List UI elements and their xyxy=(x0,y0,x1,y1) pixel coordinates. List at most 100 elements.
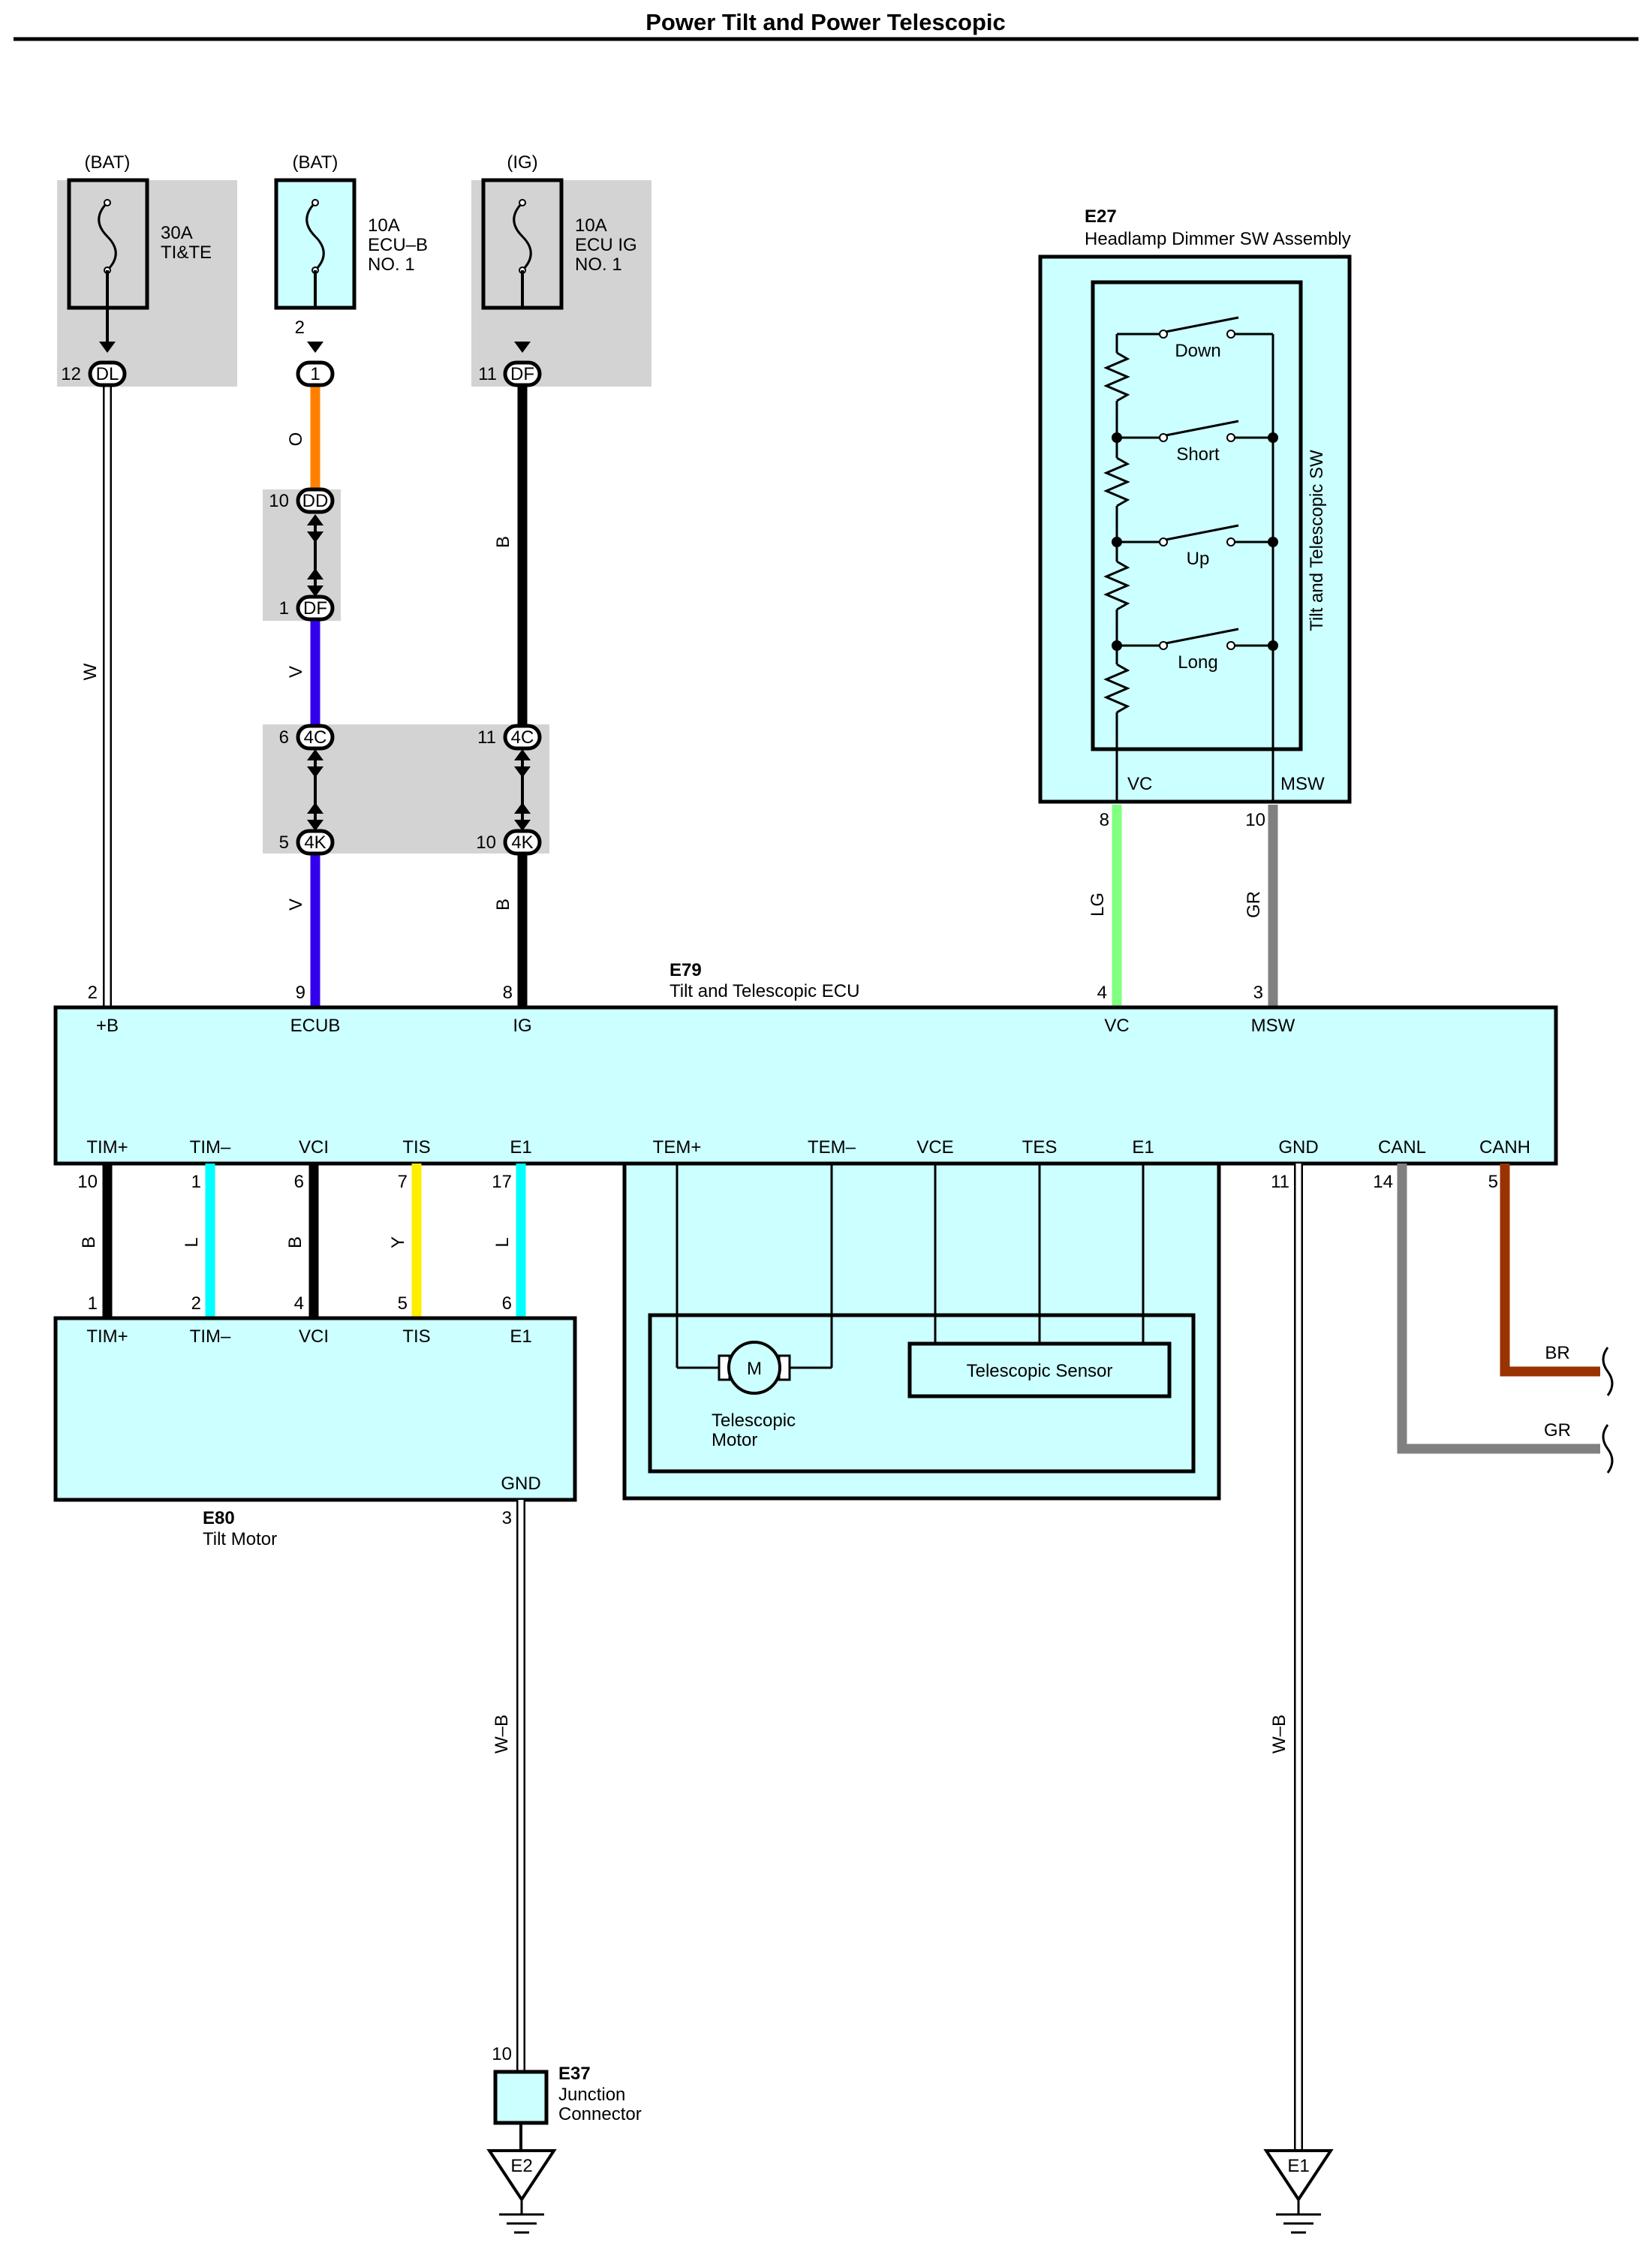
component-name: Junction xyxy=(558,2085,625,2105)
svg-text:6: 6 xyxy=(294,1172,304,1192)
svg-text:1: 1 xyxy=(310,364,320,384)
svg-text:TEM+: TEM+ xyxy=(653,1137,702,1158)
svg-text:4K: 4K xyxy=(511,832,533,853)
ground-e1-icon: E1 xyxy=(1263,2149,1334,2234)
junction-4c-4k-right: 4C 11 4K 10 xyxy=(476,724,542,856)
component-code: E37 xyxy=(558,2064,591,2084)
wire-label: GR xyxy=(1544,1420,1571,1441)
fuse-name: ECU–B xyxy=(368,235,428,255)
svg-text:CANL: CANL xyxy=(1378,1137,1426,1158)
switch-up: Up xyxy=(1112,524,1278,569)
svg-text:4K: 4K xyxy=(304,832,326,853)
wire-label: V xyxy=(286,666,306,678)
fuse-ecu-ig: (IG) 10A ECU IG NO. 1 xyxy=(481,152,637,310)
svg-text:3: 3 xyxy=(1253,983,1263,1003)
switch-short: Short xyxy=(1112,420,1278,465)
telescopic-sensor xyxy=(907,1341,1172,1398)
fuse-rating: 30A xyxy=(161,223,193,243)
component-name: Tilt Motor xyxy=(203,1529,277,1549)
svg-text:TIM–: TIM– xyxy=(190,1137,231,1158)
svg-text:VCE: VCE xyxy=(916,1137,953,1158)
e80-tilt-motor: TIM+ TIM– VCI TIS E1 1 2 4 5 6 GND 3 E80… xyxy=(53,1293,577,1549)
svg-text:TEM–: TEM– xyxy=(808,1137,856,1158)
svg-text:MSW: MSW xyxy=(1251,1016,1295,1036)
svg-text:E1: E1 xyxy=(1287,2156,1309,2176)
page-title: Power Tilt and Power Telescopic xyxy=(645,9,1006,35)
svg-text:17: 17 xyxy=(492,1172,512,1192)
fuse-source: (IG) xyxy=(507,152,537,173)
svg-text:DD: DD xyxy=(302,491,329,511)
svg-text:2: 2 xyxy=(295,318,305,338)
e37-junction-connector: 10 E37 Junction Connector xyxy=(492,2044,642,2151)
svg-text:2: 2 xyxy=(191,1293,201,1314)
svg-text:10: 10 xyxy=(269,491,289,511)
fuse-rating: 10A xyxy=(368,215,400,236)
ground-e2-icon: E2 xyxy=(486,2149,557,2234)
svg-text:E2: E2 xyxy=(510,2156,532,2176)
svg-text:TES: TES xyxy=(1022,1137,1058,1158)
wire-label: O xyxy=(286,432,306,447)
motor-icon: M xyxy=(718,1341,791,1395)
fuse-name: ECU IG xyxy=(575,235,637,255)
wire-label: L xyxy=(492,1237,513,1247)
gnd-label: GND xyxy=(501,1474,540,1494)
connector-dl: DL 12 xyxy=(61,308,127,387)
svg-text:TIM+: TIM+ xyxy=(86,1326,128,1347)
wire-label: B xyxy=(493,899,513,911)
svg-text:4: 4 xyxy=(1097,983,1107,1003)
svg-text:1: 1 xyxy=(279,598,289,619)
wire-tim-minus: L xyxy=(182,1164,215,1318)
svg-text:5: 5 xyxy=(398,1293,408,1314)
svg-text:Long: Long xyxy=(1178,652,1217,673)
svg-text:DF: DF xyxy=(303,598,327,619)
motor-label: Telescopic xyxy=(712,1411,796,1431)
fuse-ecu-b: (BAT) 10A ECU–B NO. 1 xyxy=(274,152,428,310)
wire-label: GR xyxy=(1244,891,1264,918)
fuse-source: (BAT) xyxy=(293,152,339,173)
svg-text:TIM–: TIM– xyxy=(190,1326,231,1347)
fuse-ti-te: (BAT) 30A TI&TE xyxy=(67,152,212,310)
wire-tim-plus: B xyxy=(79,1164,113,1318)
wire-v-upper: V xyxy=(286,619,320,724)
svg-text:4C: 4C xyxy=(511,727,534,748)
resistor-icon xyxy=(1103,663,1130,714)
svg-text:VCI: VCI xyxy=(299,1326,329,1347)
gnd-num: 3 xyxy=(502,1508,512,1528)
svg-text:10: 10 xyxy=(476,832,496,853)
svg-text:1: 1 xyxy=(191,1172,201,1192)
wire-canh: BR xyxy=(1500,1164,1614,1396)
svg-text:E1: E1 xyxy=(1132,1137,1154,1158)
wire-b-upper: B xyxy=(493,387,528,724)
fuse-icon xyxy=(98,201,117,272)
svg-text:5: 5 xyxy=(279,832,289,853)
wire-gr: GR xyxy=(1244,805,1278,1007)
fuse-name: TI&TE xyxy=(161,242,212,263)
resistor-icon xyxy=(1103,351,1130,402)
e79-tilt-telescopic-ecu: E79 Tilt and Telescopic ECU +B 2 ECUB 9 … xyxy=(53,960,1558,1192)
svg-text:11: 11 xyxy=(1271,1172,1289,1192)
svg-text:GND: GND xyxy=(1278,1137,1318,1158)
component-name-2: Connector xyxy=(558,2104,642,2124)
svg-text:TIS: TIS xyxy=(402,1137,430,1158)
wire-label: W xyxy=(80,663,101,680)
junction-4c-4k-left: 4C 6 4K 5 xyxy=(279,724,335,856)
component-code: E80 xyxy=(203,1508,235,1528)
wire-e1: L xyxy=(492,1164,526,1318)
sensor-label: Telescopic Sensor xyxy=(967,1361,1113,1381)
component-name: Tilt and Telescopic ECU xyxy=(670,981,859,1001)
svg-text:DF: DF xyxy=(510,364,534,384)
pin-vc-num: 8 xyxy=(1100,810,1109,830)
wire-label: V xyxy=(286,899,306,911)
connector-1: 2 1 xyxy=(295,318,335,387)
svg-text:4: 4 xyxy=(294,1293,304,1314)
svg-text:E1: E1 xyxy=(510,1137,531,1158)
e27-headlamp-dimmer-sw: E27 Headlamp Dimmer SW Assembly Tilt and… xyxy=(1038,206,1352,830)
svg-text:11: 11 xyxy=(477,727,496,748)
wire-canl: GR xyxy=(1397,1164,1614,1474)
svg-text:M: M xyxy=(747,1359,762,1379)
svg-text:5: 5 xyxy=(1488,1172,1498,1192)
svg-text:TIS: TIS xyxy=(402,1326,430,1347)
component-code: E79 xyxy=(670,960,702,980)
wire-vci: B xyxy=(285,1164,319,1318)
wire-label: B xyxy=(285,1236,305,1248)
